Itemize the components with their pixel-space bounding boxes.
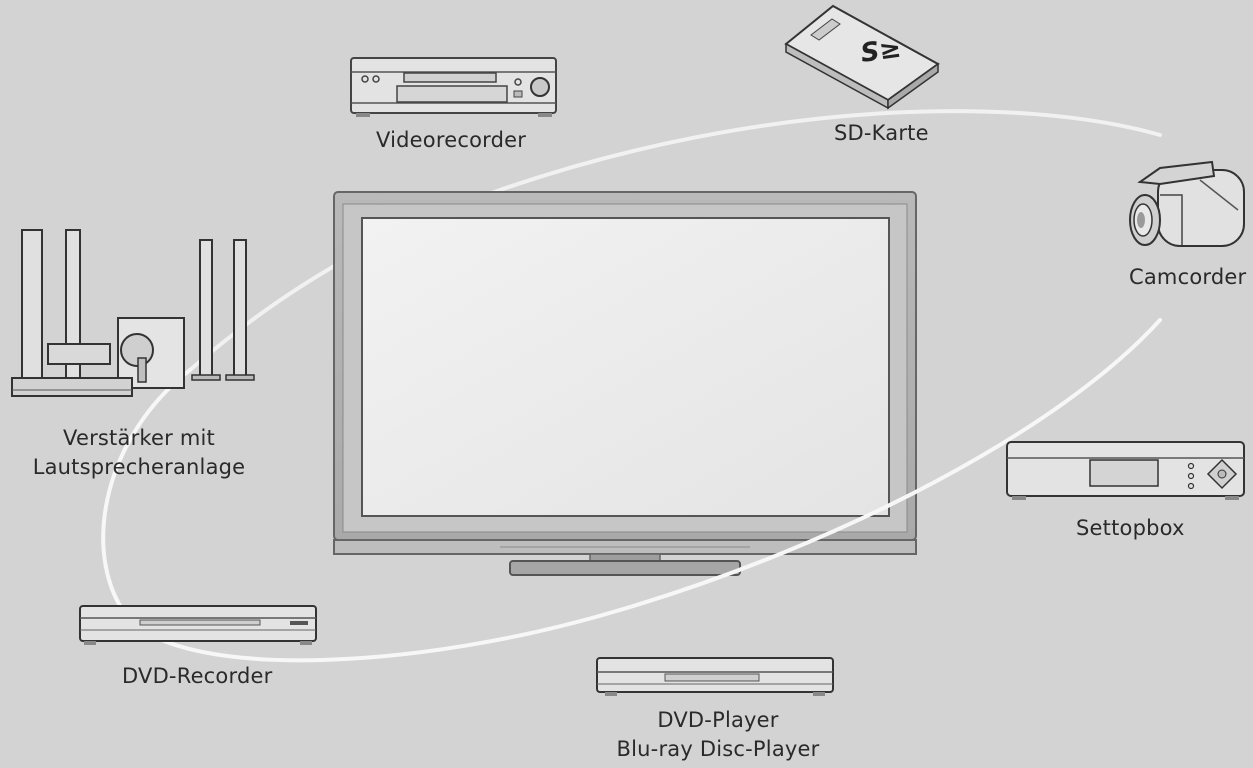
sd-card-label: SD-Karte: [834, 121, 929, 145]
dvd-player-device: [596, 657, 834, 696]
settopbox-label: Settopbox: [1076, 516, 1185, 540]
amplifier-label: Verstärker mit Lautsprecheranlage: [28, 424, 250, 482]
tv: [333, 191, 917, 576]
amplifier-speaker-system: [11, 229, 255, 397]
amplifier-label-line-2: Lautsprecheranlage: [32, 455, 246, 479]
sd-card-device: [784, 4, 940, 110]
amplifier-label-line-1: Verstärker mit: [63, 426, 215, 450]
sd-card-logo: S≥: [859, 34, 903, 69]
settopbox-device: [1006, 441, 1245, 500]
camcorder-device: [1129, 160, 1245, 247]
videorecorder-device: [350, 57, 557, 117]
videorecorder-label: Videorecorder: [376, 128, 527, 152]
dvd-recorder-device: [79, 605, 317, 645]
dvd-recorder-label: DVD-Recorder: [122, 664, 273, 688]
connection-loop-back: [188, 109, 1162, 372]
bluray-player-label-line-2: Blu-ray Disc-Player: [616, 737, 820, 761]
tv-screen: [361, 217, 890, 517]
connection-loop-front: [101, 318, 1162, 663]
dvd-player-label-line-1: DVD-Player: [657, 708, 779, 732]
dvd-player-label: DVD-Player Blu-ray Disc-Player: [608, 706, 828, 764]
camcorder-label: Camcorder: [1129, 265, 1247, 289]
